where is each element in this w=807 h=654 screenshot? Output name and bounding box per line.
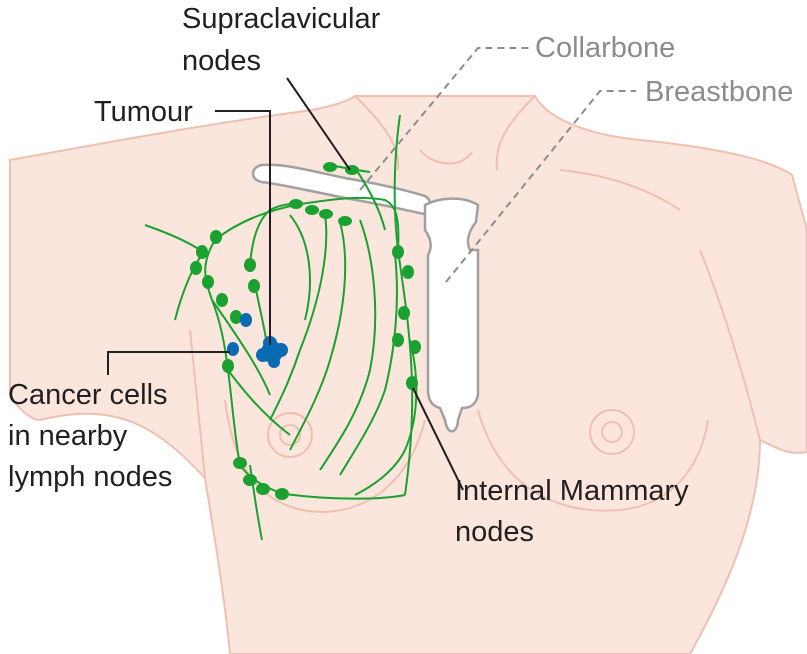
lymph-node (210, 230, 222, 244)
lymph-node (196, 245, 208, 259)
lymph-node (190, 261, 202, 275)
internal-mammary-label-line2: nodes (455, 516, 534, 548)
lymph-node (289, 199, 303, 209)
lymph-node (402, 265, 414, 279)
lymph-node (398, 306, 410, 320)
lymph-node (275, 488, 289, 500)
breastbone-label: Breastbone (645, 76, 793, 108)
collarbone-label: Collarbone (535, 32, 675, 64)
lymph-node (392, 245, 404, 259)
cancer-node (240, 313, 252, 327)
lymph-node (338, 216, 352, 226)
lymph-node (323, 162, 337, 172)
cancer-cells-label-line2: in nearby (8, 420, 128, 452)
lymph-node (392, 333, 404, 347)
lymph-node (305, 205, 319, 215)
supraclavicular-label-line2: nodes (182, 45, 261, 77)
lymph-node (409, 340, 421, 354)
cancer-cells-label-line3: lymph nodes (8, 461, 172, 493)
cancer-cells-label-line1: Cancer cells (8, 379, 168, 411)
lymph-node (319, 209, 333, 219)
lymph-node (256, 483, 270, 495)
lymph-node (233, 457, 247, 469)
lymph-node (202, 275, 214, 289)
lymph-node (243, 474, 257, 486)
torso-outline (10, 96, 807, 654)
tumour-label: Tumour (94, 96, 193, 128)
internal-mammary-label-line1: Internal Mammary (455, 475, 689, 507)
lymph-node (244, 258, 256, 272)
supraclavicular-label-line1: Supraclavicular (182, 3, 381, 35)
lymph-node (230, 310, 242, 324)
lymph-node (248, 279, 260, 293)
lymph-node (406, 376, 418, 390)
lymph-node (222, 359, 234, 373)
cancer-node (227, 342, 239, 356)
breastbone (425, 199, 478, 432)
lymph-node (216, 293, 228, 307)
